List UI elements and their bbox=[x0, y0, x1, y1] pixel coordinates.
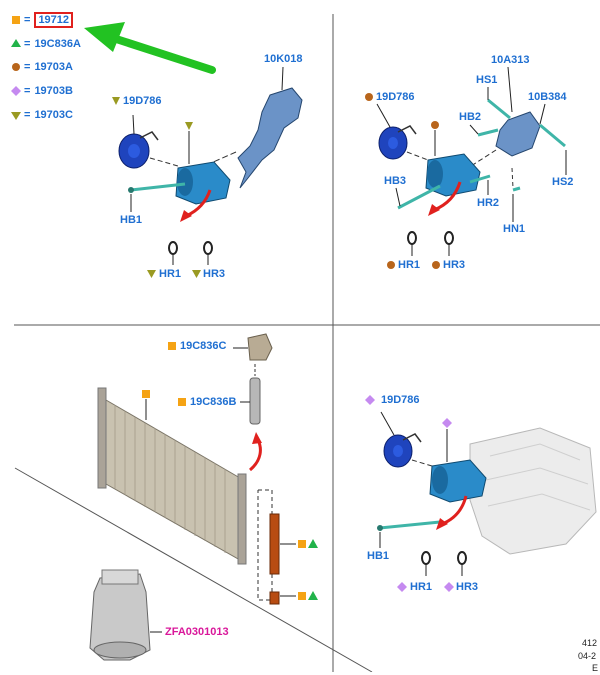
p4-label-clutch[interactable]: 19D786 bbox=[381, 394, 420, 406]
footer-line2: 04-2 bbox=[578, 651, 597, 661]
engine-block bbox=[469, 427, 597, 555]
legend-row-19703c: = 19703C bbox=[24, 109, 73, 121]
panel4-drawing bbox=[377, 411, 597, 592]
triangle-olive-icon bbox=[185, 122, 193, 130]
drier-19c836b bbox=[249, 377, 261, 425]
panel2-drawing bbox=[376, 66, 567, 269]
p4-label-hr3[interactable]: HR3 bbox=[456, 581, 479, 593]
legend-code-19703a[interactable]: 19703A bbox=[34, 61, 73, 73]
diagonal-divider bbox=[14, 467, 373, 672]
p2-label-hr3[interactable]: HR3 bbox=[443, 259, 466, 271]
red-arrow-icon bbox=[428, 204, 440, 216]
bolt-hb1 bbox=[130, 182, 186, 192]
p4-label-hr1[interactable]: HR1 bbox=[410, 581, 433, 593]
red-arrow-icon bbox=[252, 432, 262, 444]
p2-label-clutch[interactable]: 19D786 bbox=[376, 91, 415, 103]
filter-element bbox=[269, 513, 280, 575]
footer-line1: 412 bbox=[582, 638, 598, 648]
legend-row-19712: = 19712 bbox=[22, 12, 74, 28]
p3-label-drier[interactable]: 19C836B bbox=[190, 396, 237, 408]
panel3-drawing bbox=[89, 333, 318, 661]
p1-label-hr1[interactable]: HR1 bbox=[159, 268, 182, 280]
p2-label-hs2[interactable]: HS2 bbox=[552, 176, 574, 188]
fastener-hr3 bbox=[203, 241, 213, 255]
cap-19c836c bbox=[247, 333, 273, 361]
red-arrow-icon bbox=[180, 210, 192, 222]
fastener-hr1 bbox=[421, 551, 431, 565]
p1-label-bracket[interactable]: 10K018 bbox=[264, 53, 303, 65]
bolt-hb3 bbox=[397, 184, 441, 210]
p2-label-hs1[interactable]: HS1 bbox=[476, 74, 498, 86]
legend-code-19703c[interactable]: 19703C bbox=[34, 109, 73, 121]
legend-row-19703b: = 19703B bbox=[24, 85, 73, 97]
p3-label-cap[interactable]: 19C836C bbox=[180, 340, 227, 352]
fastener-hr3 bbox=[444, 231, 454, 245]
legend-code-19c836a[interactable]: 19C836A bbox=[34, 38, 81, 50]
square-orange-icon bbox=[168, 342, 176, 350]
fastener-hr1 bbox=[168, 241, 178, 255]
bracket-10a313 bbox=[495, 111, 541, 157]
bolt-hb2 bbox=[477, 128, 499, 137]
p1-label-clutch[interactable]: 19D786 bbox=[123, 95, 162, 107]
green-pointer-arrow bbox=[84, 22, 216, 74]
red-arrow-icon bbox=[436, 518, 448, 530]
diamond-purple-icon bbox=[11, 86, 21, 96]
p2-label-hr2[interactable]: HR2 bbox=[477, 197, 500, 209]
square-orange-icon bbox=[12, 16, 20, 24]
fastener-hr1 bbox=[407, 231, 417, 245]
legend-row-19703a: = 19703A bbox=[24, 61, 73, 73]
p2-label-hn1[interactable]: HN1 bbox=[503, 223, 526, 235]
p1-label-hr3[interactable]: HR3 bbox=[203, 268, 226, 280]
legend-code-19712[interactable]: 19712 bbox=[34, 12, 74, 28]
p1-label-hb1[interactable]: HB1 bbox=[120, 214, 143, 226]
footer-line3: E bbox=[592, 663, 599, 673]
condenser-19712 bbox=[105, 399, 241, 561]
triangle-green-icon bbox=[11, 39, 21, 47]
legend-code-19703b[interactable]: 19703B bbox=[34, 85, 73, 97]
gas-tank bbox=[89, 573, 151, 661]
p2-label-hr1[interactable]: HR1 bbox=[398, 259, 421, 271]
fastener-hr3 bbox=[457, 551, 467, 565]
p2-label-10a313[interactable]: 10A313 bbox=[491, 54, 530, 66]
bolt-hr2 bbox=[469, 174, 491, 184]
panel1-drawing bbox=[118, 66, 303, 278]
triangle-olive-icon bbox=[11, 112, 21, 120]
p3-label-tank[interactable]: ZFA0301013 bbox=[165, 626, 229, 638]
stud-hs1 bbox=[487, 98, 511, 120]
circle-brown-icon bbox=[365, 93, 373, 101]
circle-brown-icon bbox=[12, 63, 20, 71]
square-orange-icon bbox=[178, 398, 186, 406]
triangle-olive-icon bbox=[112, 97, 120, 105]
bracket-10k018 bbox=[237, 87, 303, 189]
p2-label-hb3[interactable]: HB3 bbox=[384, 175, 407, 187]
p4-label-hb1[interactable]: HB1 bbox=[367, 550, 390, 562]
diamond-purple-icon bbox=[365, 395, 375, 405]
bolt-hb1 bbox=[379, 520, 441, 530]
legend-row-19c836a: = 19C836A bbox=[24, 38, 81, 50]
filter-plug bbox=[269, 591, 280, 605]
nut-hn1 bbox=[512, 186, 521, 192]
stud-hs2 bbox=[539, 123, 566, 148]
p2-label-hb2[interactable]: HB2 bbox=[459, 111, 482, 123]
p2-label-10b384[interactable]: 10B384 bbox=[528, 91, 567, 103]
